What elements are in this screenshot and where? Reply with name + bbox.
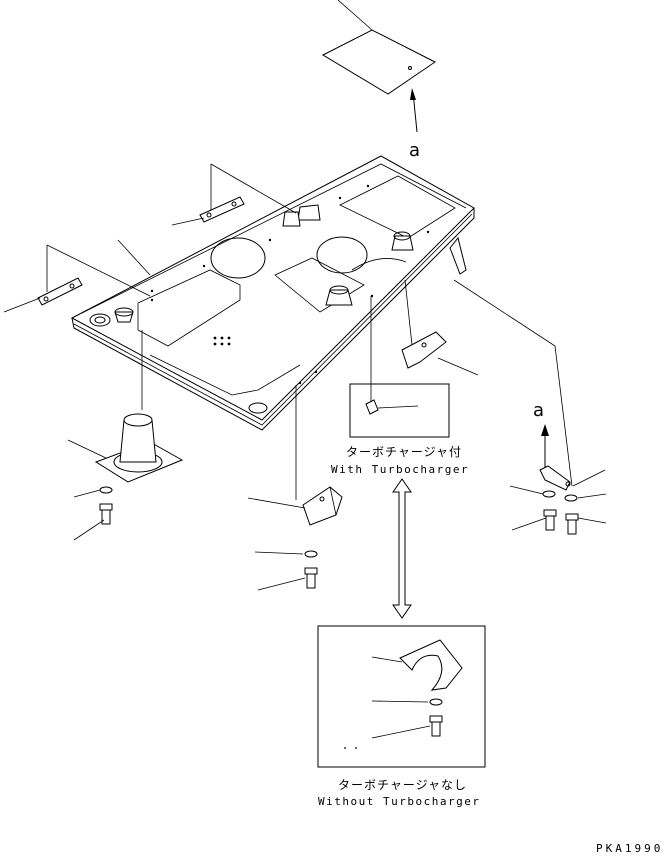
turbo-side-bracket xyxy=(401,279,479,376)
with-turbo-caption-jp: ターボチャージャ付 xyxy=(346,445,463,459)
reference-label-top: a xyxy=(409,140,421,161)
middle-bracket xyxy=(247,385,343,591)
cover-plate xyxy=(321,0,436,133)
without-turbo-box xyxy=(317,625,486,768)
with-turbo-caption-en: With Turbocharger xyxy=(331,463,470,476)
right-bracket xyxy=(453,279,607,535)
rubber-mount xyxy=(67,413,184,541)
reference-label-right: a xyxy=(533,400,545,421)
hinge-bracket-upper xyxy=(171,163,297,226)
floor-frame xyxy=(70,155,475,431)
without-turbo-caption-en: Without Turbocharger xyxy=(318,795,481,808)
drawing-code: PKA1990 xyxy=(596,842,664,855)
double-arrow xyxy=(392,478,412,619)
with-turbo-box xyxy=(349,296,450,438)
without-turbo-caption-jp: ターボチャージャなし xyxy=(338,778,468,792)
hinge-bracket-left xyxy=(3,244,151,313)
